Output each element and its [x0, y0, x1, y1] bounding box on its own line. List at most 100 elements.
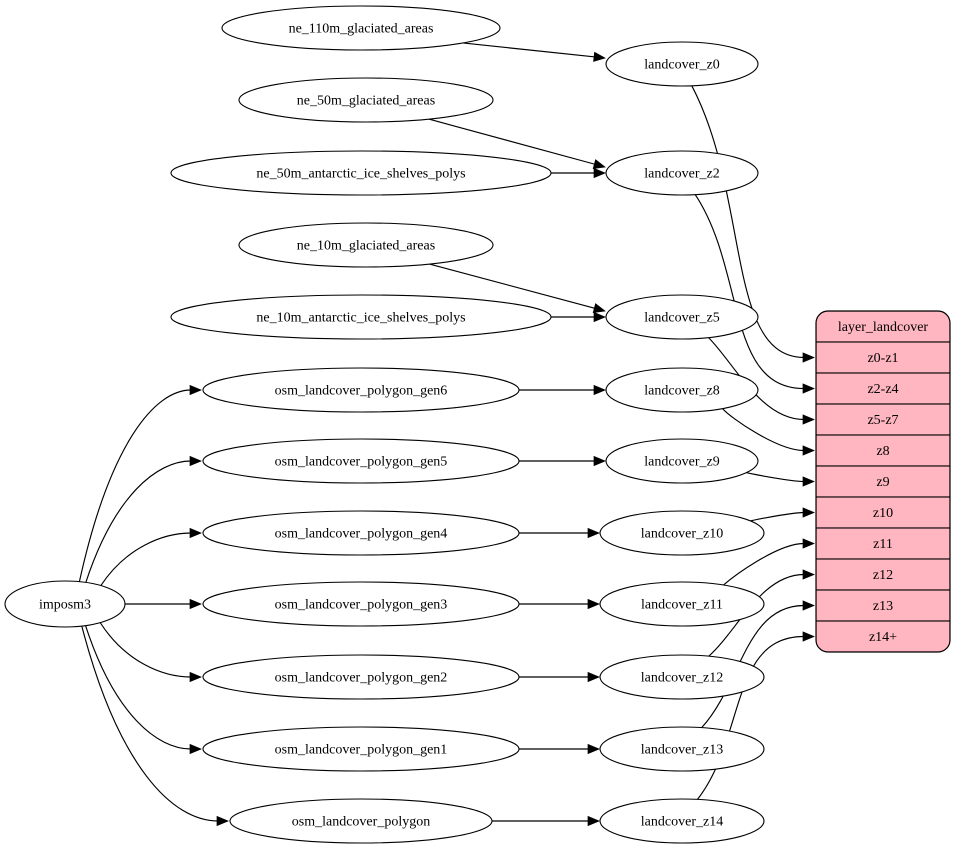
edge-arrowhead	[593, 167, 606, 179]
edge-ne_10m_antarctic_ice_shelves_polys-to-landcover_z5	[551, 311, 606, 323]
edge-imposm3-to-osm_landcover_polygon	[81, 625, 229, 827]
node-landcover_z0[interactable]: landcover_z0	[605, 41, 759, 87]
edge-arrowhead	[593, 384, 606, 396]
node-shape-osm_landcover_polygon	[229, 798, 493, 844]
edge-line	[723, 542, 805, 586]
table-header-label: layer_landcover	[838, 320, 929, 335]
node-label-osm_landcover_polygon_gen3: osm_landcover_polygon_gen3	[275, 598, 448, 613]
edge-arrowhead	[587, 743, 600, 755]
edge-arrowhead	[802, 569, 815, 580]
node-ne_110m_glaciated_areas[interactable]: ne_110m_glaciated_areas	[221, 5, 501, 51]
node-shape-landcover_z8	[605, 367, 759, 413]
table-row-z12[interactable]	[816, 558, 950, 591]
table-dividers	[816, 341, 950, 622]
node-osm_landcover_polygon_gen3[interactable]: osm_landcover_polygon_gen3	[202, 581, 520, 627]
edge-landcover_z11-to-z11	[723, 538, 815, 586]
edge-arrowhead	[802, 538, 815, 549]
edge-ne_10m_glaciated_areas-to-landcover_z5	[429, 263, 606, 314]
node-landcover_z12[interactable]: landcover_z12	[599, 654, 765, 700]
table-row-label-z2-z4: z2-z4	[867, 382, 898, 397]
edge-imposm3-to-osm_landcover_polygon_gen4	[100, 527, 202, 586]
edge-line	[81, 625, 219, 822]
table-row-label-z0-z1: z0-z1	[867, 351, 898, 366]
edge-arrowhead	[592, 159, 606, 169]
table-row-z14+[interactable]	[816, 620, 950, 652]
node-shape-ne_50m_glaciated_areas	[238, 77, 494, 123]
node-ne_50m_antarctic_ice_shelves_polys[interactable]: ne_50m_antarctic_ice_shelves_polys	[170, 150, 552, 196]
edge-arrowhead	[189, 455, 202, 467]
edge-line	[78, 389, 192, 582]
edge-osm_landcover_polygon_gen4-to-landcover_z10	[519, 527, 600, 539]
node-label-osm_landcover_polygon_gen5: osm_landcover_polygon_gen5	[275, 455, 448, 470]
node-ne_10m_glaciated_areas[interactable]: ne_10m_glaciated_areas	[238, 222, 494, 268]
node-ne_10m_antarctic_ice_shelves_polys[interactable]: ne_10m_antarctic_ice_shelves_polys	[170, 294, 552, 340]
node-label-landcover_z8: landcover_z8	[644, 384, 719, 399]
node-landcover_z2[interactable]: landcover_z2	[605, 150, 759, 196]
node-label-landcover_z12: landcover_z12	[641, 671, 723, 686]
node-landcover_z8[interactable]: landcover_z8	[605, 367, 759, 413]
node-label-landcover_z2: landcover_z2	[644, 167, 719, 182]
node-landcover_z5[interactable]: landcover_z5	[605, 294, 759, 340]
edge-arrowhead	[593, 455, 606, 467]
edge-osm_landcover_polygon_gen3-to-landcover_z11	[519, 598, 600, 610]
node-shape-landcover_z12	[599, 654, 765, 700]
node-label-osm_landcover_polygon_gen4: osm_landcover_polygon_gen4	[275, 527, 448, 542]
edge-ne_50m_antarctic_ice_shelves_polys-to-landcover_z2	[551, 167, 606, 179]
node-label-osm_landcover_polygon: osm_landcover_polygon	[292, 815, 430, 830]
node-landcover_z14[interactable]: landcover_z14	[599, 798, 765, 844]
node-label-landcover_z9: landcover_z9	[644, 455, 719, 470]
edge-arrowhead	[587, 598, 600, 610]
edge-ne_50m_glaciated_areas-to-landcover_z2	[428, 118, 606, 169]
edge-arrowhead	[802, 383, 815, 394]
node-osm_landcover_polygon_gen4[interactable]: osm_landcover_polygon_gen4	[202, 510, 520, 556]
node-landcover_z11[interactable]: landcover_z11	[599, 581, 765, 627]
edge-line	[85, 625, 192, 750]
node-shape-landcover_z0	[605, 41, 759, 87]
node-label-landcover_z11: landcover_z11	[641, 598, 723, 613]
edge-line	[85, 460, 192, 583]
edge-arrowhead	[587, 527, 600, 539]
edge-arrowhead	[189, 743, 202, 755]
node-osm_landcover_polygon_gen5[interactable]: osm_landcover_polygon_gen5	[202, 438, 520, 484]
edge-arrowhead	[802, 507, 815, 518]
node-shape-landcover_z5	[605, 294, 759, 340]
edge-line	[722, 408, 805, 452]
nodes-layer: imposm3 ne_110m_glaciated_areas ne_50m_gla…	[4, 5, 765, 844]
edge-landcover_z2-to-z2-z4	[694, 194, 815, 394]
node-label-landcover_z10: landcover_z10	[641, 527, 723, 542]
edge-line	[694, 194, 805, 390]
node-landcover_z10[interactable]: landcover_z10	[599, 510, 765, 556]
edge-imposm3-to-osm_landcover_polygon_gen2	[99, 622, 202, 683]
edge-arrowhead	[216, 815, 229, 827]
edge-landcover_z8-to-z8	[722, 408, 815, 456]
edge-arrowhead	[802, 600, 815, 611]
node-shape-osm_landcover_polygon_gen6	[202, 367, 520, 413]
node-osm_landcover_polygon_gen2[interactable]: osm_landcover_polygon_gen2	[202, 654, 520, 700]
edge-line	[428, 118, 596, 165]
node-osm_landcover_polygon_gen1[interactable]: osm_landcover_polygon_gen1	[202, 726, 520, 772]
table-row-label-z12: z12	[873, 568, 893, 583]
node-shape-landcover_z14	[599, 798, 765, 844]
edge-landcover_z0-to-z0-z1	[691, 85, 815, 363]
node-shape-osm_landcover_polygon_gen2	[202, 654, 520, 700]
table-row-z13[interactable]	[816, 589, 950, 622]
node-label-landcover_z13: landcover_z13	[641, 743, 723, 758]
edge-arrowhead	[593, 311, 606, 323]
edge-arrowhead	[189, 527, 202, 539]
node-imposm3[interactable]: imposm3	[4, 580, 126, 628]
node-shape-imposm3	[4, 580, 126, 628]
node-osm_landcover_polygon_gen6[interactable]: osm_landcover_polygon_gen6	[202, 367, 520, 413]
edge-arrowhead	[189, 384, 202, 396]
node-label-osm_landcover_polygon_gen1: osm_landcover_polygon_gen1	[275, 743, 448, 758]
node-landcover_z13[interactable]: landcover_z13	[599, 726, 765, 772]
node-osm_landcover_polygon[interactable]: osm_landcover_polygon	[229, 798, 493, 844]
edge-imposm3-to-osm_landcover_polygon_gen3	[125, 598, 202, 610]
node-landcover_z9[interactable]: landcover_z9	[605, 438, 759, 484]
edge-arrowhead	[189, 671, 202, 683]
edge-line	[99, 622, 192, 678]
edge-imposm3-to-osm_landcover_polygon_gen1	[85, 625, 202, 755]
node-label-osm_landcover_polygon_gen6: osm_landcover_polygon_gen6	[275, 384, 448, 399]
node-shape-ne_50m_antarctic_ice_shelves_polys	[170, 150, 552, 196]
node-ne_50m_glaciated_areas[interactable]: ne_50m_glaciated_areas	[238, 77, 494, 123]
